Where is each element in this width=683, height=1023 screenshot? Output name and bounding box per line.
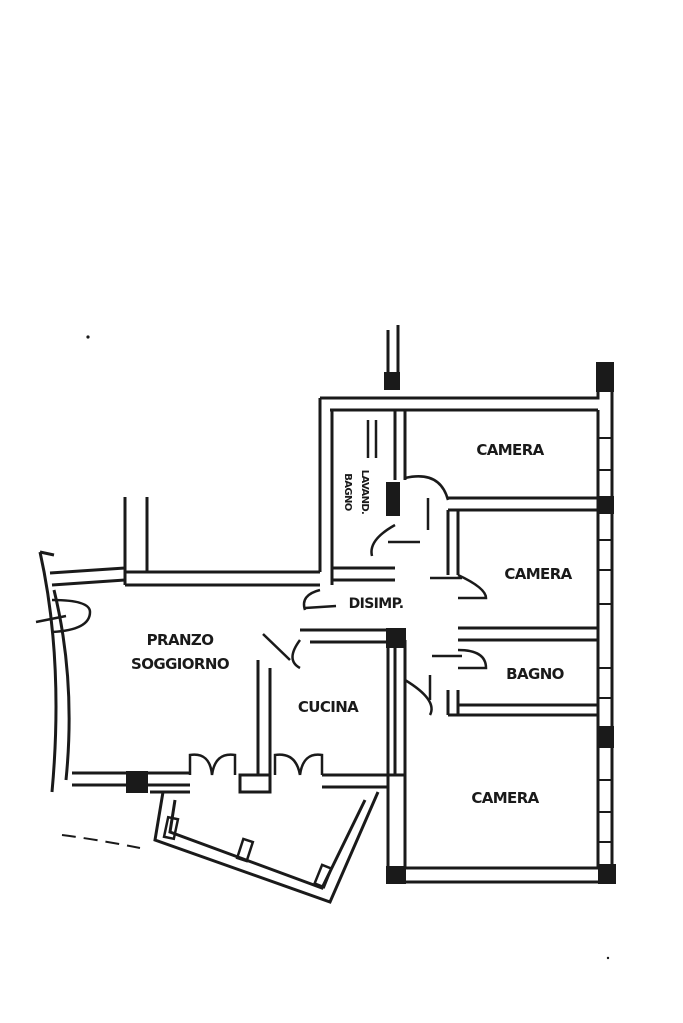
pillar bbox=[384, 372, 400, 390]
door-swing-camera1 bbox=[404, 475, 450, 501]
wall-soggiorno-left-curve bbox=[38, 551, 71, 793]
door-leaf-cucina bbox=[262, 633, 291, 661]
door-swing-bagno bbox=[370, 523, 396, 557]
label-cucina: CUCINA bbox=[298, 698, 359, 716]
pillars bbox=[126, 362, 616, 884]
pillar bbox=[596, 362, 614, 392]
door-swing-disimp bbox=[302, 588, 321, 611]
door-leaf-soggiorno-left bbox=[35, 614, 67, 624]
balcony-post bbox=[312, 863, 334, 889]
door-leaf-disimp bbox=[304, 604, 337, 610]
label-soggiorno: SOGGIORNO bbox=[131, 655, 229, 673]
room-labels: CAMERA CAMERA BAGNO CAMERA DISIMP. PRANZ… bbox=[131, 441, 573, 807]
wall-stub-top bbox=[123, 497, 149, 585]
label-pranzo: PRANZO bbox=[147, 631, 214, 649]
wall-soggiorno-left bbox=[49, 566, 126, 587]
speck bbox=[606, 956, 610, 960]
label-bagno-vertical: BAGNO bbox=[342, 473, 353, 511]
label-disimp: DISIMP. bbox=[349, 596, 404, 612]
windows-right bbox=[598, 437, 612, 843]
balcony-post bbox=[235, 837, 255, 863]
outer-wall-bottom-right bbox=[388, 866, 612, 884]
pillar bbox=[386, 628, 406, 648]
door-swing-camera3 bbox=[404, 678, 433, 716]
label-camera-3: CAMERA bbox=[471, 789, 539, 807]
pillar bbox=[126, 771, 148, 793]
wall-camera2-bottom bbox=[458, 626, 598, 642]
wall-cucina-bottom bbox=[322, 773, 405, 789]
wall-bagno-room-left bbox=[446, 690, 460, 715]
pillar bbox=[598, 496, 614, 514]
door-swing-bagno-room bbox=[457, 648, 488, 670]
label-camera-2: CAMERA bbox=[504, 565, 572, 583]
wall-cucina-right bbox=[393, 630, 407, 775]
speck bbox=[86, 335, 90, 339]
wall-camera2-left bbox=[446, 510, 460, 575]
wall-bagno-left bbox=[318, 398, 334, 585]
wall-bagno-room-bottom bbox=[448, 703, 598, 717]
label-bagno: BAGNO bbox=[506, 665, 564, 683]
label-camera-1: CAMERA bbox=[476, 441, 544, 459]
pillar bbox=[598, 864, 616, 884]
wall-cucina-left bbox=[256, 660, 272, 775]
balcony-columns bbox=[162, 815, 334, 889]
wall-balcony-left-end bbox=[39, 550, 55, 557]
door-swing-cucina bbox=[291, 639, 302, 670]
wall-disimp-top bbox=[332, 566, 395, 582]
wall-soggiorno-top bbox=[125, 570, 320, 587]
wall-balcony-top bbox=[150, 773, 272, 794]
terrace-edge-dashed bbox=[61, 834, 141, 849]
pillar bbox=[386, 866, 406, 884]
doors bbox=[35, 420, 488, 776]
pillar bbox=[386, 482, 400, 516]
door-swing-camera2 bbox=[457, 573, 488, 600]
pipe-lines bbox=[386, 325, 400, 380]
french-door-right bbox=[273, 753, 324, 776]
wall-camera1-bottom bbox=[448, 496, 598, 512]
wall-disimp-bottom bbox=[300, 628, 395, 644]
door-leaf-bath-inner bbox=[366, 420, 378, 458]
label-lavand-vertical: LAVAND. bbox=[359, 470, 370, 515]
balcony-post bbox=[162, 815, 180, 841]
pillar bbox=[598, 726, 614, 748]
wall-bagno-right bbox=[393, 410, 407, 480]
door-swing-soggiorno-left bbox=[51, 598, 92, 634]
french-door-left bbox=[188, 753, 237, 776]
